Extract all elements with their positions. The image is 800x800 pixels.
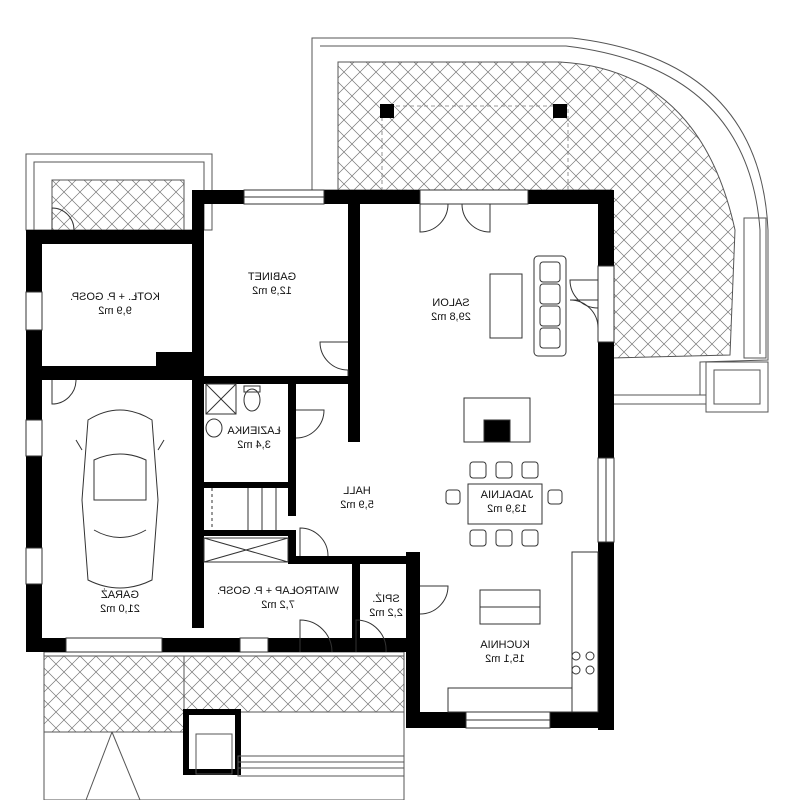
room-name: GARAŻ <box>101 589 139 601</box>
room-label-kotl: KOTŁ. + P. GOSP. 9,9 m2 <box>55 290 175 318</box>
room-label-kuchnia: KUCHNIA 15,1 m2 <box>460 638 550 666</box>
room-area: 21,0 m2 <box>100 603 140 615</box>
room-name: SALON <box>432 297 470 309</box>
windows <box>25 189 615 729</box>
room-label-wiatrolap: WIATROŁAP + P. GOSP. 7,2 m2 <box>206 584 350 612</box>
room-name: KOTŁ. + P. GOSP. <box>70 291 160 303</box>
room-label-salon: SALON 29,8 m2 <box>406 296 496 324</box>
room-area: 29,8 m2 <box>431 311 471 323</box>
boiler-terrace <box>25 153 213 231</box>
terrace <box>311 37 769 413</box>
room-name: SPIŻ. <box>372 593 400 605</box>
room-name: HALL <box>343 485 371 497</box>
room-area: 9,9 m2 <box>98 305 132 317</box>
room-area: 12,9 m2 <box>252 285 292 297</box>
entrance-area <box>43 651 405 800</box>
room-name: WIATROŁAP + P. GOSP. <box>217 585 339 597</box>
room-area: 5,9 m2 <box>340 499 374 511</box>
room-area: 13,9 m2 <box>487 503 527 515</box>
room-name: ŁAZIENKA <box>227 425 281 437</box>
room-area: 3,4 m2 <box>237 439 271 451</box>
room-label-lazienka: ŁAZIENKA 3,4 m2 <box>214 424 294 452</box>
furniture <box>75 255 599 713</box>
room-area: 2,2 m2 <box>369 607 403 619</box>
doors <box>51 203 599 653</box>
room-name: GABINET <box>247 271 297 283</box>
room-label-gabinet: GABINET 12,9 m2 <box>222 270 322 298</box>
room-area: 15,1 m2 <box>485 653 525 665</box>
room-label-spiz: SPIŻ. 2,2 m2 <box>362 592 410 620</box>
room-area: 7,2 m2 <box>261 599 295 611</box>
room-label-jadalnia: JADALNIA 13,9 m2 <box>462 488 552 516</box>
room-name: JADALNIA <box>480 489 534 501</box>
room-label-garaz: GARAŻ 21,0 m2 <box>80 588 160 616</box>
room-label-hall: HALL 5,9 m2 <box>322 484 392 512</box>
room-name: KUCHNIA <box>480 639 530 651</box>
